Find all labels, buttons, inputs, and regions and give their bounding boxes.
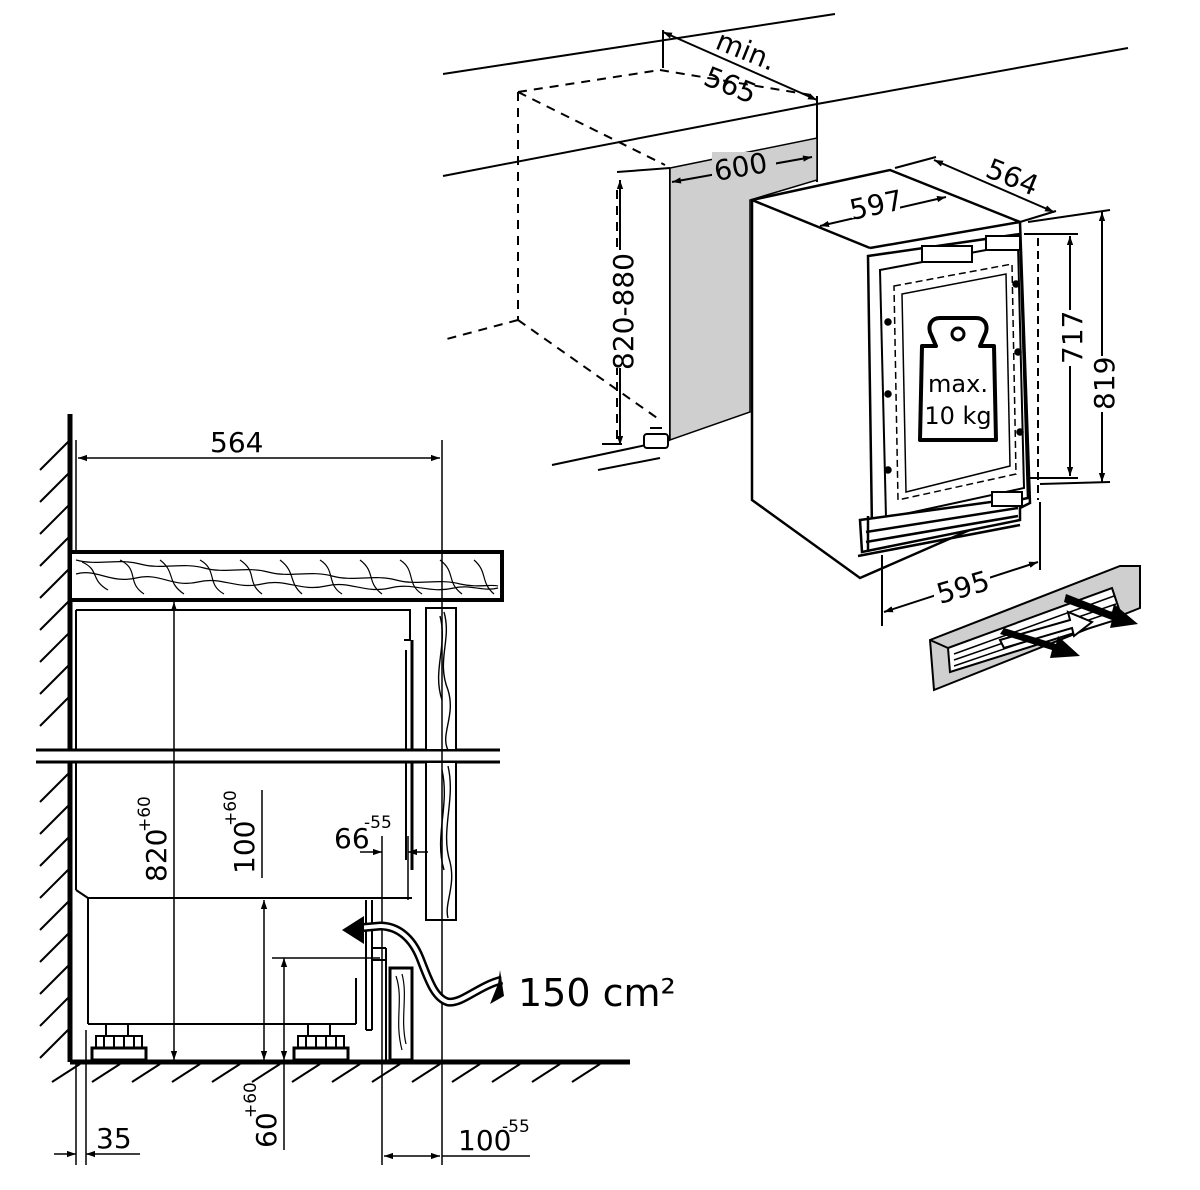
dim-60-value: 60 (250, 1112, 283, 1148)
dim-564-section-value: 564 (210, 426, 263, 459)
foot-left (90, 1023, 148, 1062)
dim-60-vertical (272, 957, 380, 1150)
dim-819 (1027, 209, 1111, 485)
dim-100-value: 100 (228, 821, 261, 874)
floor (51, 1059, 630, 1083)
airflow-arrow (342, 916, 504, 1007)
dim-66-tol: -55 (364, 813, 392, 833)
dim-717 (1024, 233, 1078, 500)
dim-717-value: 717 (1056, 311, 1089, 364)
appliance-section (75, 609, 414, 1062)
dim-100-tol: +60 (221, 790, 241, 826)
niche-back-panel (669, 137, 818, 442)
break-lines (36, 748, 500, 764)
dim-819-value: 819 (1088, 357, 1121, 410)
dim-100-vertical (234, 790, 290, 1060)
weight-line2: 10 kg (924, 402, 991, 430)
foot-right (292, 1023, 350, 1062)
dim-min-565-line (662, 31, 818, 101)
niche-foot (643, 427, 669, 449)
dim-564-section (75, 440, 443, 1165)
wall (39, 414, 73, 1062)
vent-area-label: 150 cm² (518, 971, 676, 1015)
dim-564-iso (894, 156, 1057, 223)
vent-grille-detail (928, 565, 1141, 692)
dim-35 (54, 1030, 140, 1165)
weight-icon: max. 10 kg (918, 316, 998, 442)
dim-100-horizontal-value: 100 (458, 1124, 511, 1157)
dim-820-value: 820 (140, 829, 173, 882)
worktop (68, 550, 504, 602)
dim-66 (360, 836, 428, 1165)
dim-35-value: 35 (96, 1122, 132, 1155)
weight-line1: max. (928, 370, 988, 398)
plinth-panel (388, 966, 414, 1062)
dim-60-tol: +60 (241, 1082, 261, 1118)
dim-564-iso-value: 564 (981, 152, 1043, 203)
dim-100-horizontal-tol: -55 (502, 1117, 530, 1137)
iso-view: min. 565 600 820-880 (442, 13, 1141, 692)
dim-820-880-value: 820-880 (607, 253, 640, 370)
door-panel (425, 607, 457, 921)
section-view: 564 820 +60 100 +60 60 +60 66 -55 (36, 414, 676, 1165)
dim-820-tol: +60 (135, 796, 155, 832)
dim-66-value: 66 (334, 822, 370, 855)
